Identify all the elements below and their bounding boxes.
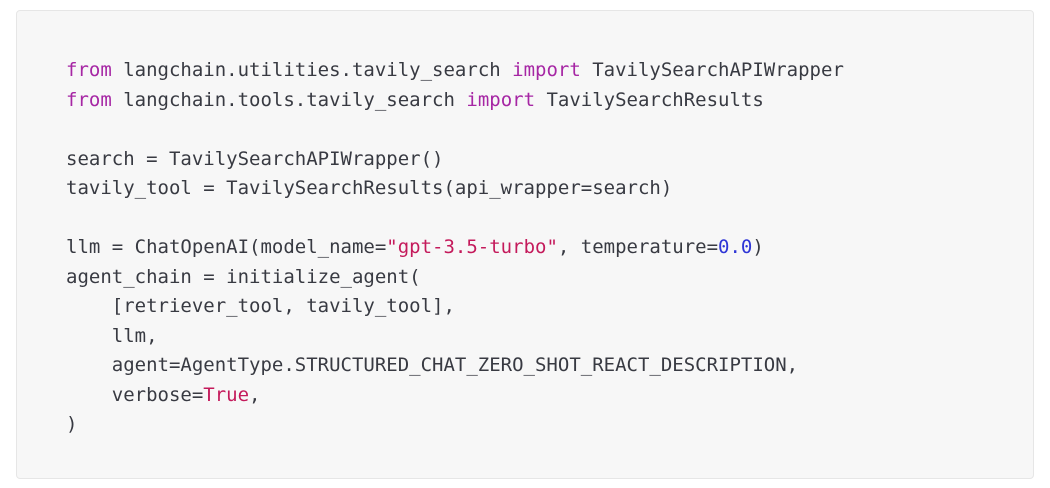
code-line: [retriever_tool, tavily_tool], — [66, 292, 844, 322]
code-text: llm = ChatOpenAI(model_name= — [66, 236, 387, 258]
code-line: llm, — [66, 322, 844, 352]
code-text: TavilySearchAPIWrapper — [580, 59, 844, 81]
code-text: , temperature= — [557, 236, 719, 258]
string-token: "gpt-3.5-turbo" — [386, 236, 558, 258]
code-text: verbose= — [66, 383, 204, 406]
keyword-token: from — [66, 88, 112, 111]
keyword-token: import — [512, 59, 581, 81]
code-line: search = TavilySearchAPIWrapper() — [66, 145, 844, 175]
code-text: agent=AgentType.STRUCTURED_CHAT_ZERO_SHO… — [66, 354, 799, 376]
code-text: , — [249, 383, 261, 406]
code-line: llm = ChatOpenAI(model_name="gpt-3.5-tur… — [66, 233, 844, 263]
code-text: search = TavilySearchAPIWrapper() — [66, 147, 444, 170]
code-text: llm, — [66, 324, 158, 347]
code-block: from langchain.utilities.tavily_search i… — [16, 10, 1034, 479]
code-text: TavilySearchResults — [535, 88, 764, 111]
code-line: agent_chain = initialize_agent( — [66, 263, 844, 293]
code-line: agent=AgentType.STRUCTURED_CHAT_ZERO_SHO… — [66, 351, 844, 381]
code-line: verbose=True, — [66, 381, 844, 411]
code-content: from langchain.utilities.tavily_search i… — [66, 56, 844, 440]
code-line: from langchain.tools.tavily_search impor… — [66, 86, 844, 116]
code-line — [66, 115, 844, 145]
code-line: tavily_tool = TavilySearchResults(api_wr… — [66, 174, 844, 204]
code-text: ) — [66, 413, 78, 435]
code-text: [retriever_tool, tavily_tool], — [66, 295, 455, 317]
code-line — [66, 204, 844, 234]
code-text: agent_chain = initialize_agent( — [66, 265, 421, 288]
code-text: ) — [752, 236, 764, 258]
code-text: langchain.utilities.tavily_search — [111, 59, 513, 81]
number-token: 0.0 — [718, 236, 753, 258]
code-line: from langchain.utilities.tavily_search i… — [66, 56, 844, 86]
boolean-token: True — [203, 383, 250, 406]
code-text: tavily_tool = TavilySearchResults(api_wr… — [66, 177, 673, 199]
code-line: ) — [66, 410, 844, 440]
keyword-token: from — [66, 59, 112, 81]
code-text: langchain.tools.tavily_search — [111, 88, 467, 111]
keyword-token: import — [466, 88, 536, 111]
